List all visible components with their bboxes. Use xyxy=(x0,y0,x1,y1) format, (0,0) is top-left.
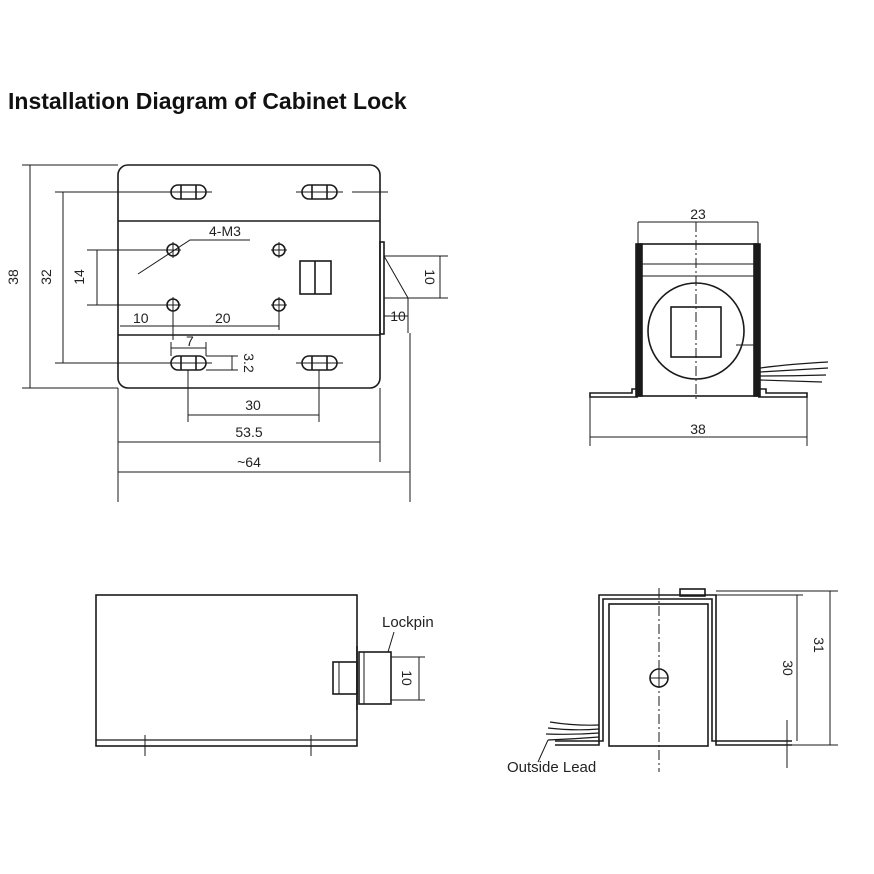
dim-38-label: 38 xyxy=(5,269,21,285)
screw-label-leader xyxy=(137,239,250,275)
dim-32-label: 32 xyxy=(38,269,54,285)
dim-38-base-label: 38 xyxy=(690,421,706,437)
m3-screw-hole xyxy=(271,242,287,258)
lead-wires xyxy=(759,361,829,383)
lockpin-block xyxy=(332,661,358,695)
front-view xyxy=(22,164,448,502)
lockpin-label: Lockpin xyxy=(382,614,434,631)
outside-lead-label: Outside Lead xyxy=(507,759,596,776)
lockpin xyxy=(358,651,392,705)
dim-30-bracket-label: 30 xyxy=(780,660,796,676)
dim-20-label: 20 xyxy=(215,310,231,326)
dim-30-label: 30 xyxy=(245,397,261,413)
dim-7-label: 7 xyxy=(186,333,194,349)
dim-31-label: 31 xyxy=(811,637,827,653)
lockpin-stub xyxy=(379,241,385,335)
bracket-view-labels: Outside Lead 31 30 xyxy=(507,637,827,776)
front-view-labels: 4-M3 38 32 14 10 20 7 3.2 30 53.5 ~64 10… xyxy=(5,223,438,470)
outside-lead-wires xyxy=(545,721,600,741)
screw-spec-label: 4-M3 xyxy=(209,223,241,239)
m3-screw-hole xyxy=(165,297,181,313)
m3-screw-hole xyxy=(271,297,287,313)
side-body xyxy=(95,594,358,747)
side-view xyxy=(95,594,425,756)
bracket-view xyxy=(537,588,838,772)
base-flange-right xyxy=(758,388,808,398)
m3-screw-hole xyxy=(165,242,181,258)
dim-pin-height-label: 10 xyxy=(422,269,438,285)
end-view xyxy=(589,221,829,446)
dim-3-2-label: 3.2 xyxy=(241,353,257,373)
dim-23-label: 23 xyxy=(690,206,706,222)
mounting-slot xyxy=(165,355,212,371)
mounting-slot xyxy=(296,184,388,200)
mounting-slot xyxy=(165,184,212,200)
dim-pin-length-label: 10 xyxy=(390,308,406,324)
side-view-labels: Lockpin 10 xyxy=(382,614,434,686)
dim-64-label: ~64 xyxy=(237,454,261,470)
dim-lockpin-10-label: 10 xyxy=(399,670,415,686)
u-bracket-inner xyxy=(555,598,792,742)
u-bracket-outer xyxy=(555,594,792,746)
dim-53-5-label: 53.5 xyxy=(235,424,262,440)
coil-housing xyxy=(637,243,759,397)
dim-10-label: 10 xyxy=(133,310,149,326)
base-flange-left xyxy=(589,388,638,398)
dim-14-label: 14 xyxy=(71,269,87,285)
top-tab xyxy=(679,588,706,597)
end-view-labels: 23 38 xyxy=(690,206,706,437)
lead-leader xyxy=(537,739,549,763)
lockpin-leader xyxy=(387,631,395,653)
diagram-title: Installation Diagram of Cabinet Lock xyxy=(8,88,407,114)
mounting-slot xyxy=(296,355,343,371)
